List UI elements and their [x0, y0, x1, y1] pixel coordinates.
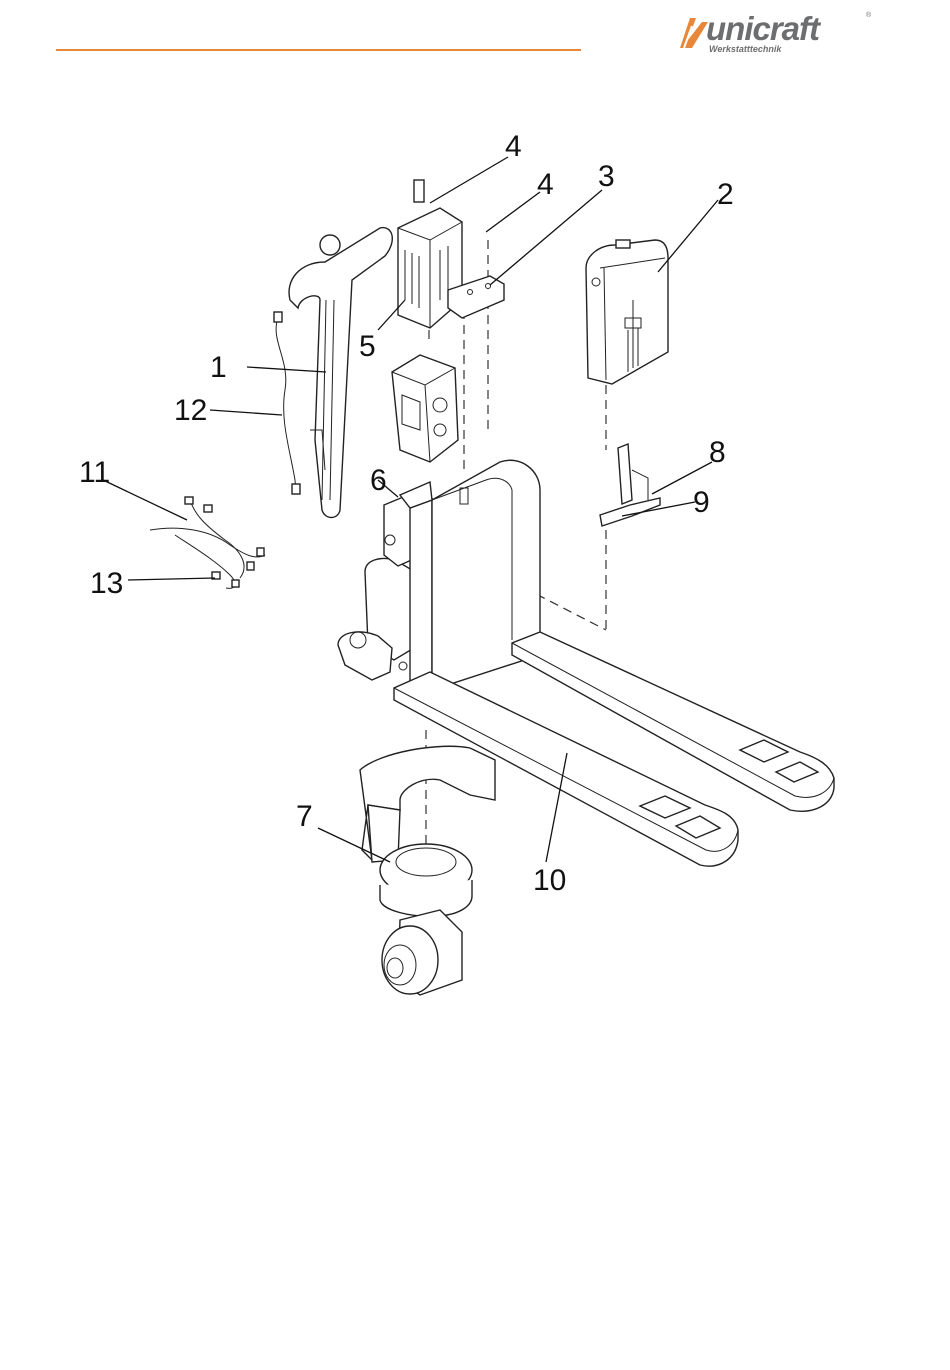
label-9: 9 [693, 486, 710, 519]
part-battery-holder [600, 444, 660, 526]
part-cable [274, 312, 300, 494]
label-8: 8 [709, 436, 726, 469]
label-13: 13 [90, 567, 123, 600]
label-4-second: 4 [537, 168, 554, 201]
label-11: 11 [79, 456, 110, 489]
label-1: 1 [210, 351, 227, 384]
part-controller [392, 355, 458, 462]
label-4-top: 4 [505, 130, 522, 163]
label-5: 5 [359, 330, 376, 363]
part-drive-wheel [360, 746, 495, 995]
label-7: 7 [296, 800, 313, 833]
label-12: 12 [174, 394, 207, 427]
label-10: 10 [533, 864, 566, 897]
part-battery [586, 240, 668, 384]
label-2: 2 [717, 178, 734, 211]
label-3: 3 [598, 160, 615, 193]
label-6: 6 [370, 464, 387, 497]
